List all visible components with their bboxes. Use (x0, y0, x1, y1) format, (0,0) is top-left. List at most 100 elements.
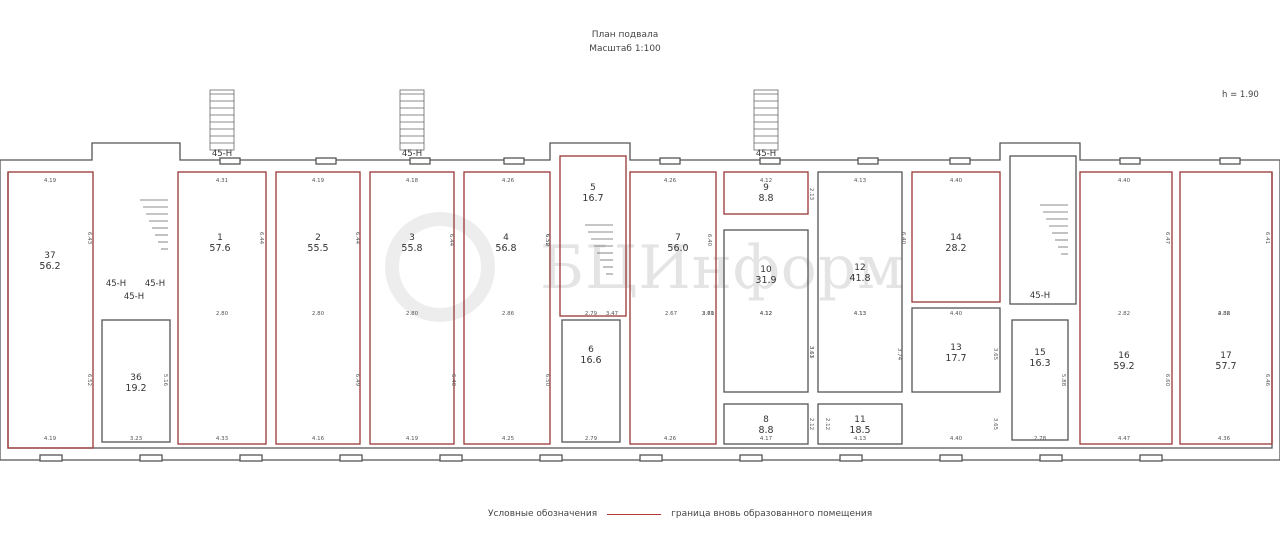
dim-bottom: 4.26 (664, 436, 677, 442)
stair-label: 45-Н (1030, 291, 1050, 301)
room-number: 12 (854, 263, 865, 273)
legend: Условные обозначения граница вновь образ… (488, 509, 872, 519)
room-area: 28.2 (945, 243, 966, 254)
dim-side: 6.40 (706, 234, 712, 247)
inner-wall-line (7, 172, 1273, 449)
dim-bottom: 4.19 (406, 436, 419, 442)
dim-top: 4.26 (502, 178, 515, 184)
dim-side: 6.50 (544, 234, 550, 247)
dim-side: 6.52 (86, 374, 92, 386)
room-number: 9 (763, 183, 769, 193)
room-number: 8 (763, 415, 769, 425)
dim-side: 3.61 (808, 346, 814, 358)
dim-side: 3.74 (896, 348, 902, 361)
dim-top: 4.12 (760, 178, 772, 184)
room-wall-16 (1009, 155, 1077, 305)
room-number: 11 (854, 415, 865, 425)
window-bottom (1139, 454, 1163, 462)
room-number: 15 (1034, 348, 1045, 358)
stair-label: 45-Н (124, 292, 144, 302)
room-area: 8.8 (758, 193, 773, 204)
dim-mid: 3.70 (702, 311, 715, 317)
room-number: 4 (503, 233, 509, 243)
room-wall-8 (629, 171, 717, 445)
dim-side: 6.52 (544, 234, 550, 246)
dim-side: 2.12 (824, 418, 830, 430)
dim-side: 6.40 (900, 232, 906, 245)
window-bottom (39, 454, 63, 462)
window-top (315, 157, 337, 165)
room-number: 37 (44, 251, 55, 261)
room-area: 56.8 (495, 243, 516, 254)
dim-mid: 2.86 (1218, 311, 1231, 317)
dim-side: 6.60 (1164, 374, 1170, 387)
dim-bottom: 2.79 (585, 436, 598, 442)
dim-side: 6.47 (1164, 232, 1170, 245)
boundary-1 (177, 171, 267, 445)
dim-top: 4.26 (664, 178, 677, 184)
room-number: 3 (409, 233, 415, 243)
room-wall-12 (817, 171, 903, 393)
window-top (759, 157, 781, 165)
dim-bottom: 2.78 (1034, 436, 1047, 442)
dim-mid: 4.12 (760, 311, 772, 317)
window-top (409, 157, 431, 165)
window-bottom (339, 454, 363, 462)
room-number: 2 (315, 233, 321, 243)
boundary-0 (7, 171, 94, 449)
room-wall-6 (559, 155, 627, 317)
boundary-4 (463, 171, 551, 445)
room-area: 18.5 (849, 425, 870, 436)
room-number: 36 (130, 373, 142, 383)
dim-bottom: 4.13 (854, 436, 867, 442)
room-area: 57.6 (209, 243, 230, 254)
boundary-2 (275, 171, 361, 445)
dim-bottom: 4.40 (950, 436, 963, 442)
legend-description: граница вновь образованного помещения (671, 509, 873, 519)
stair-shaft-0 (209, 89, 235, 151)
stair-shaft-1 (399, 89, 425, 151)
room-area: 41.8 (849, 273, 870, 284)
window-bottom (939, 454, 963, 462)
dim-mid: 4.40 (950, 311, 963, 317)
dim-top: 4.18 (406, 178, 419, 184)
room-wall-11 (723, 403, 809, 445)
window-top (1219, 157, 1241, 165)
dim-side: 6.44 (258, 232, 264, 245)
dim-side: 5.16 (162, 374, 168, 387)
dim-side: 6.41 (1264, 232, 1270, 244)
dim-mid: 2.61 (702, 311, 714, 317)
boundary-5 (559, 155, 627, 317)
dim-top: 4.19 (312, 178, 325, 184)
dim-side: 6.44 (448, 234, 454, 247)
dim-mid: 4.12 (760, 311, 772, 317)
room-wall-10 (723, 229, 809, 393)
window-bottom (139, 454, 163, 462)
plan-title: План подвала Масштаб 1:100 (540, 28, 710, 56)
room-wall-17 (1011, 319, 1069, 441)
room-number: 16 (1118, 351, 1130, 361)
room-area: 16.7 (582, 193, 603, 204)
dim-mid: 2.67 (665, 311, 678, 317)
room-wall-0 (7, 171, 94, 449)
room-area: 59.2 (1113, 361, 1134, 372)
dim-bottom: 4.36 (1218, 436, 1231, 442)
window-bottom (1039, 454, 1063, 462)
dim-top: 4.40 (950, 178, 963, 184)
dim-mid: 2.79 (585, 311, 598, 317)
room-number: 10 (760, 265, 772, 275)
room-area: 55.5 (307, 243, 328, 254)
window-top (949, 157, 971, 165)
boundary-10 (1179, 171, 1273, 445)
outer-wall (0, 142, 1280, 461)
room-area: 56.2 (39, 261, 60, 272)
room-number: 7 (675, 233, 681, 243)
boundary-9 (1079, 171, 1173, 445)
room-wall-2 (177, 171, 267, 445)
window-top (857, 157, 879, 165)
room-area: 55.8 (401, 243, 422, 254)
dim-side: 3.65 (992, 348, 998, 361)
dim-top: 4.19 (44, 178, 57, 184)
